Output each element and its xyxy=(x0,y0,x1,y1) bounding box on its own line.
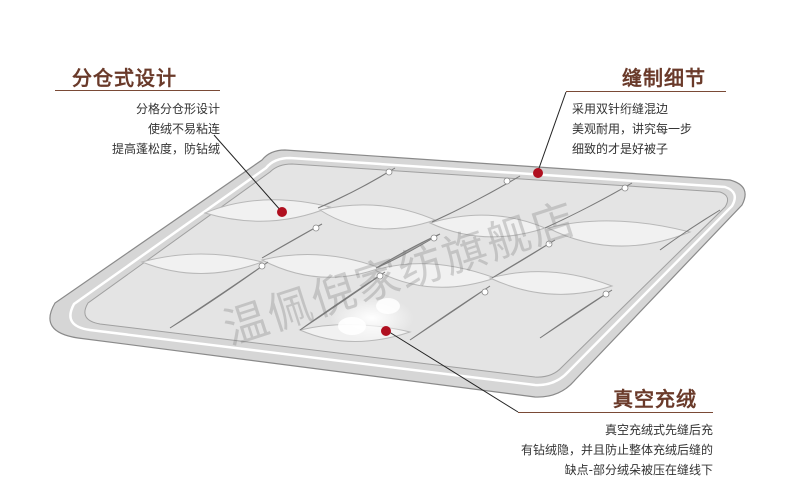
callout-compartment-title: 分仓式设计 xyxy=(72,66,177,90)
callout-stitching-rule xyxy=(566,91,726,92)
desc-line: 细致的才是好被子 xyxy=(572,142,669,156)
callout-compartment-rule xyxy=(55,90,220,91)
stitched-seams xyxy=(169,167,721,341)
callout-stitching-title: 缝制细节 xyxy=(622,66,706,90)
callout-vacuum-desc: 真空充绒式先缝后充 有钻绒隐，并且防止整体充绒后缝的 缺点-部分绒朵被压在缝线下 xyxy=(470,420,713,480)
marker-vacuum xyxy=(381,326,391,336)
down-sparkle xyxy=(330,296,414,340)
markers xyxy=(277,168,543,336)
desc-line: 真空充绒式先缝后充 xyxy=(604,423,713,437)
marker-compartment xyxy=(277,207,287,217)
tack-dots xyxy=(258,168,629,298)
marker-stitching xyxy=(533,168,543,178)
desc-line: 美观耐用，讲究每一步 xyxy=(572,122,693,136)
desc-line: 缺点-部分绒朵被压在缝线下 xyxy=(564,463,713,477)
callout-stitching-desc: 采用双针绗缝混边 美观耐用，讲究每一步 细致的才是好被子 xyxy=(572,99,692,159)
desc-line: 使绒不易粘连 xyxy=(147,122,220,136)
desc-line: 有钻绒隐，并且防止整体充绒后缝的 xyxy=(520,443,713,457)
desc-line: 采用双针绗缝混边 xyxy=(572,102,669,116)
callout-vacuum-rule xyxy=(518,412,713,413)
quilt-piping xyxy=(69,156,737,387)
desc-line: 分格分仓形设计 xyxy=(135,102,220,116)
compartment-pillows xyxy=(140,199,692,343)
leader-lines xyxy=(213,91,567,413)
desc-line: 提高蓬松度，防钻绒 xyxy=(111,142,220,156)
callout-compartment-desc: 分格分仓形设计 使绒不易粘连 提高蓬松度，防钻绒 xyxy=(55,99,220,159)
callout-vacuum-title: 真空充绒 xyxy=(613,387,697,411)
